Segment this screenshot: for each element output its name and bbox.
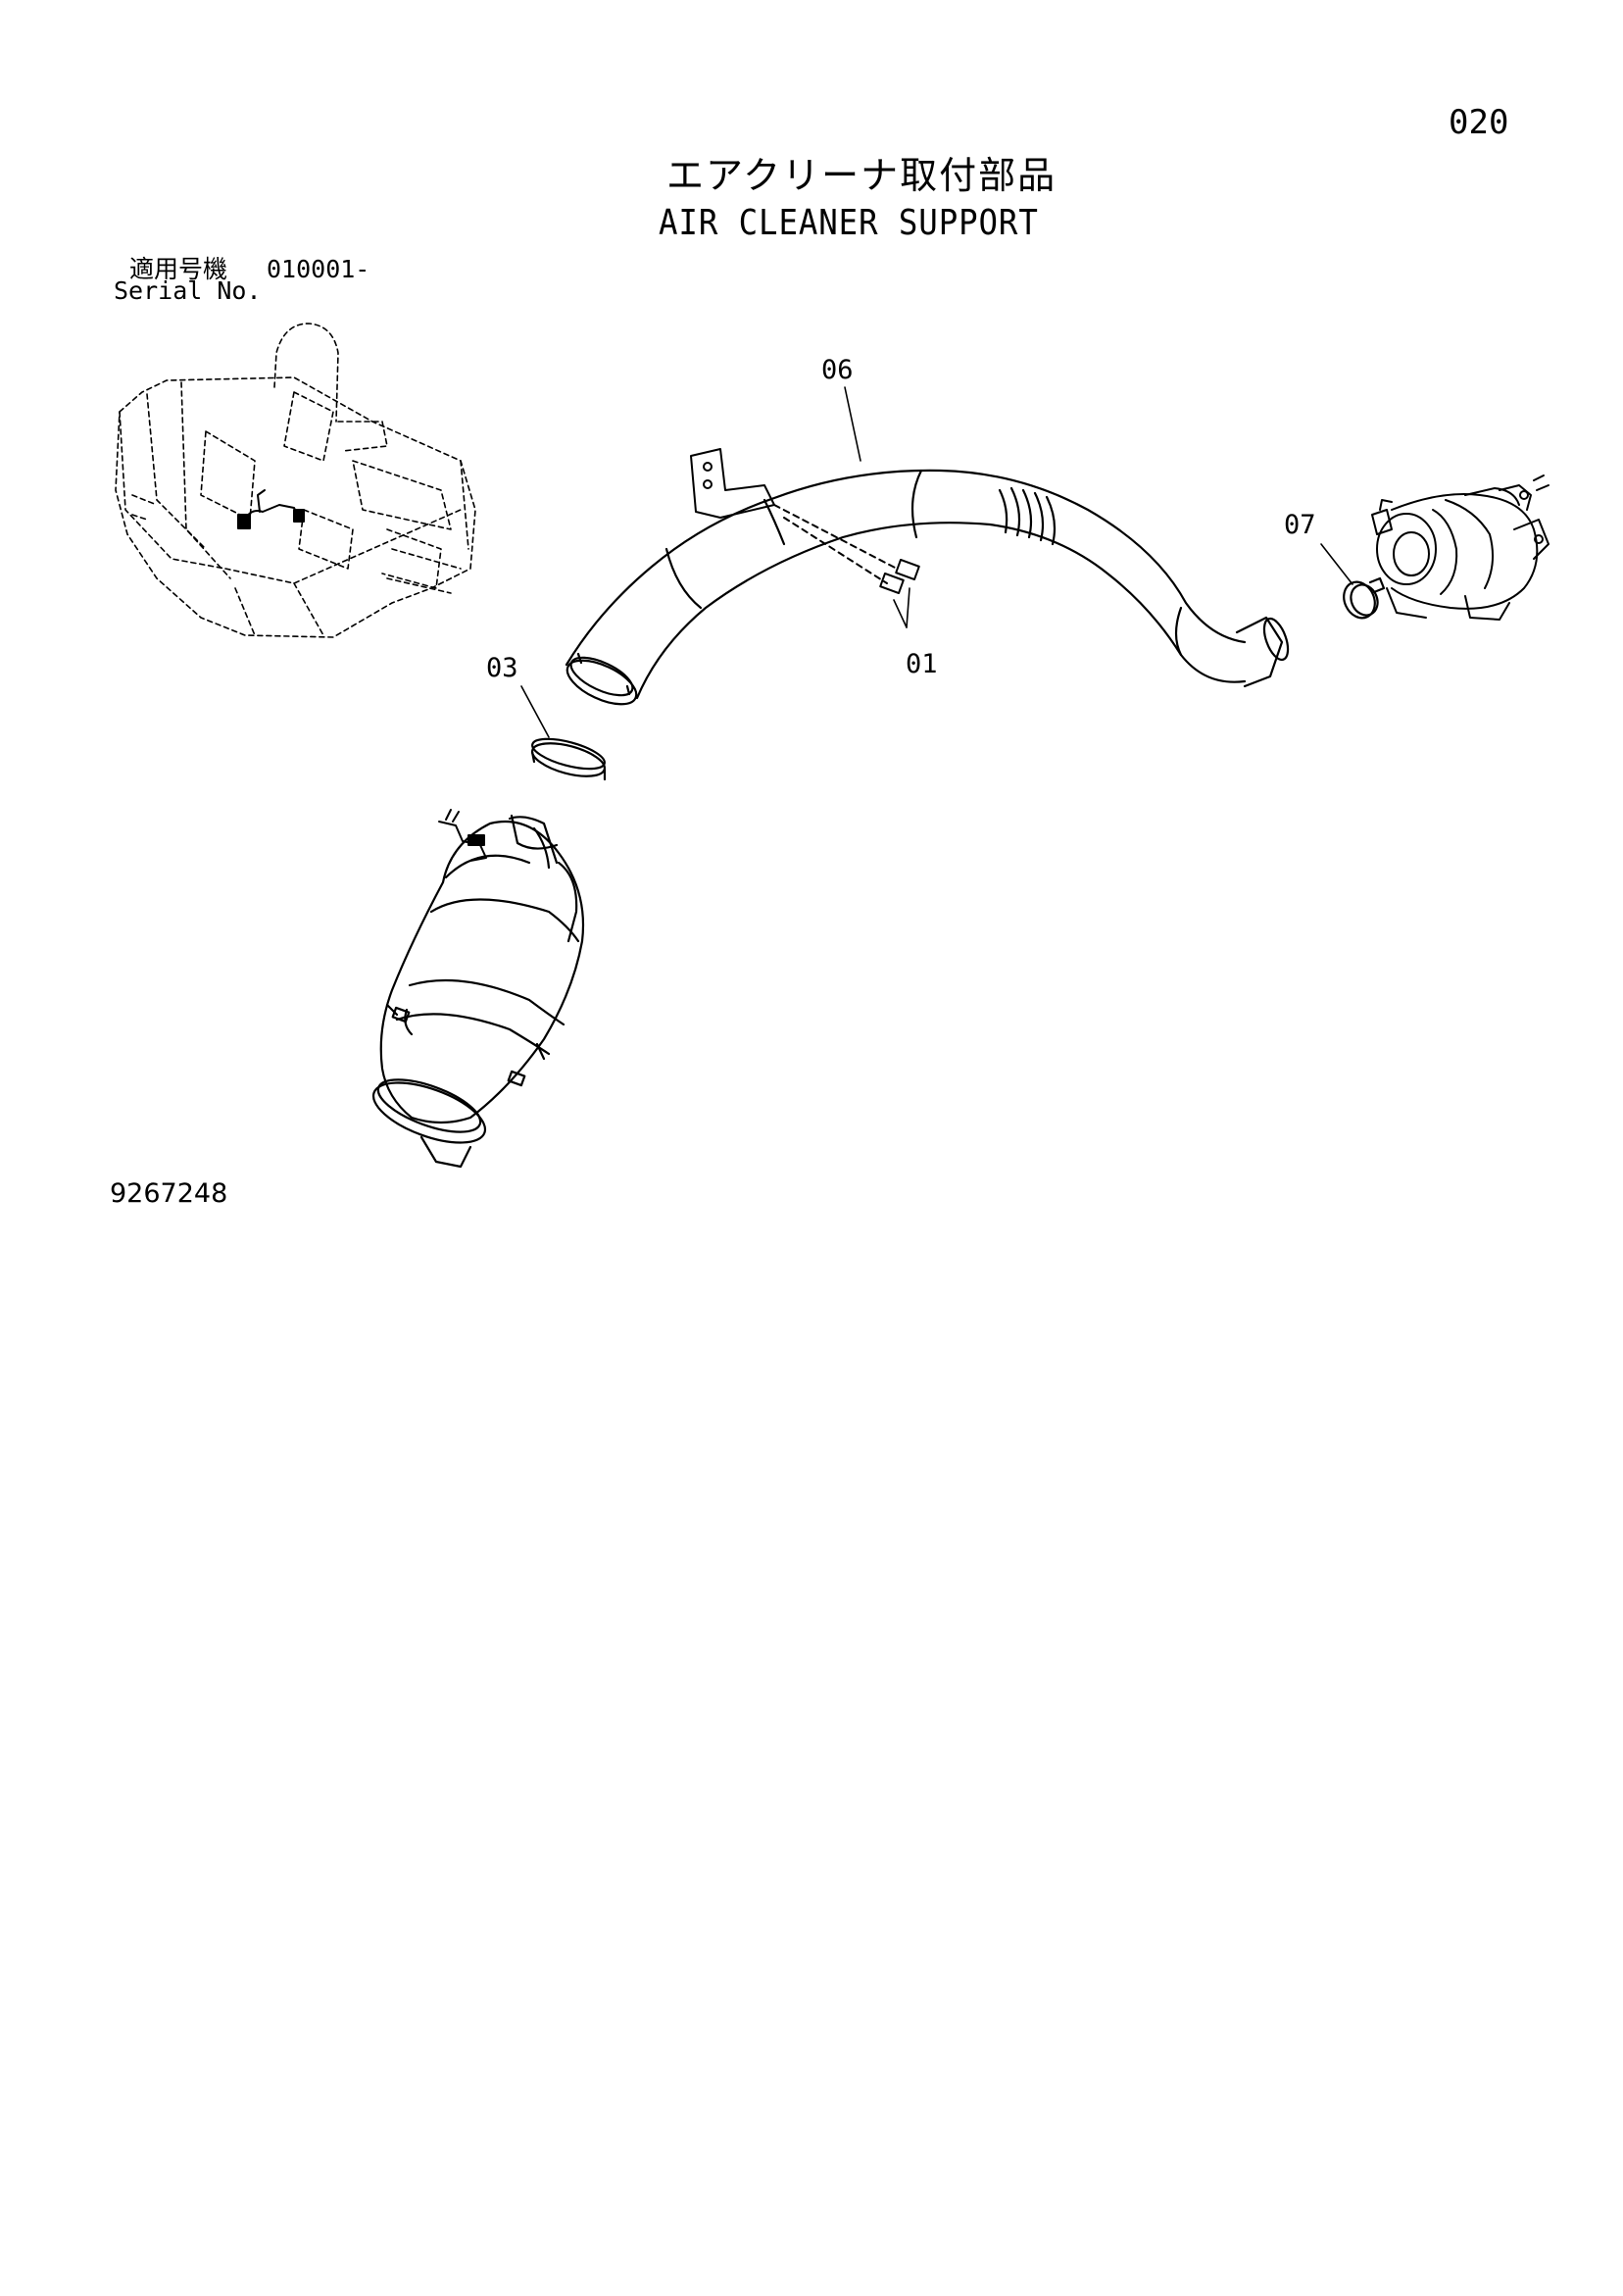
callout-01: 01 [906, 649, 938, 679]
page-title-english: AIR CLEANER SUPPORT [659, 203, 1039, 243]
serial-label-english: Serial No. [114, 276, 262, 305]
machine-locator-illustration [115, 323, 476, 638]
bolts-01 [773, 504, 920, 594]
clamp-03 [530, 737, 607, 781]
serial-number-range: 010001- [267, 255, 370, 283]
callout-06: 06 [821, 355, 854, 385]
page-title-japanese: エアクリーナ取付部品 [666, 154, 1057, 197]
turbocharger [1371, 474, 1549, 621]
page-number: 020 [1449, 103, 1509, 142]
clamp-07 [1343, 576, 1386, 620]
callout-03: 03 [486, 653, 518, 683]
callout-07: 07 [1284, 510, 1316, 540]
serial-label-japanese: 適用号機 [129, 255, 228, 283]
callout-leader-lines [520, 386, 1353, 738]
drawing-number: 9267248 [110, 1178, 228, 1209]
hose-mounting-bracket [690, 448, 775, 519]
air-cleaner-assembly [371, 814, 585, 1169]
machine-locator-harness [237, 489, 305, 529]
air-cleaner-restriction-sensor [438, 809, 487, 862]
intake-hose-06 [565, 469, 1290, 706]
